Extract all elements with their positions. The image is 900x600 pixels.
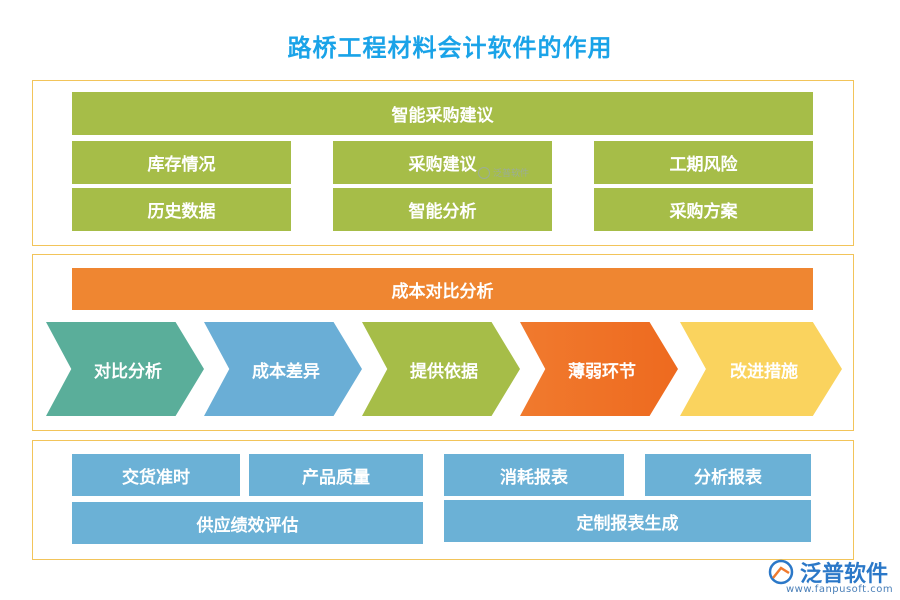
- item-supply-performance: 供应绩效评估: [72, 502, 423, 544]
- step-label: 成本差异: [252, 361, 320, 382]
- step-compare-analysis: 对比分析: [46, 322, 204, 416]
- smart-procurement-header: 智能采购建议: [72, 92, 813, 135]
- brand-name: 泛普软件: [800, 562, 889, 587]
- item-schedule-risk: 工期风险: [594, 141, 813, 184]
- brand-logo-icon: [768, 559, 794, 585]
- item-analysis-report: 分析报表: [645, 454, 811, 496]
- item-purchase-plan: 采购方案: [594, 188, 813, 231]
- step-provide-basis: 提供依据: [362, 322, 520, 416]
- item-smart-analysis: 智能分析: [333, 188, 552, 231]
- item-custom-report: 定制报表生成: [444, 500, 811, 542]
- step-label: 提供依据: [410, 361, 478, 382]
- watermark-text: 泛普软件: [493, 169, 530, 179]
- item-inventory: 库存情况: [72, 141, 291, 184]
- item-purchase-advice: 采购建议: [333, 141, 552, 184]
- step-weak-links: 薄弱环节: [520, 322, 678, 416]
- step-improvement-measures: 改进措施: [680, 322, 842, 416]
- item-product-quality: 产品质量: [249, 454, 423, 496]
- item-history-data: 历史数据: [72, 188, 291, 231]
- step-label: 薄弱环节: [568, 361, 636, 382]
- brand-logo: 泛普软件: [768, 556, 888, 588]
- item-on-time-delivery: 交货准时: [72, 454, 240, 496]
- item-consumption-report: 消耗报表: [444, 454, 624, 496]
- step-label: 改进措施: [730, 361, 798, 382]
- step-label: 对比分析: [94, 361, 162, 382]
- page-title: 路桥工程材料会计软件的作用: [287, 34, 613, 62]
- watermark: 泛普软件: [478, 166, 529, 179]
- cost-comparison-header: 成本对比分析: [72, 268, 813, 310]
- brand-url: www.fanpusoft.com: [786, 584, 894, 595]
- watermark-icon: [478, 166, 490, 179]
- step-cost-difference: 成本差异: [204, 322, 362, 416]
